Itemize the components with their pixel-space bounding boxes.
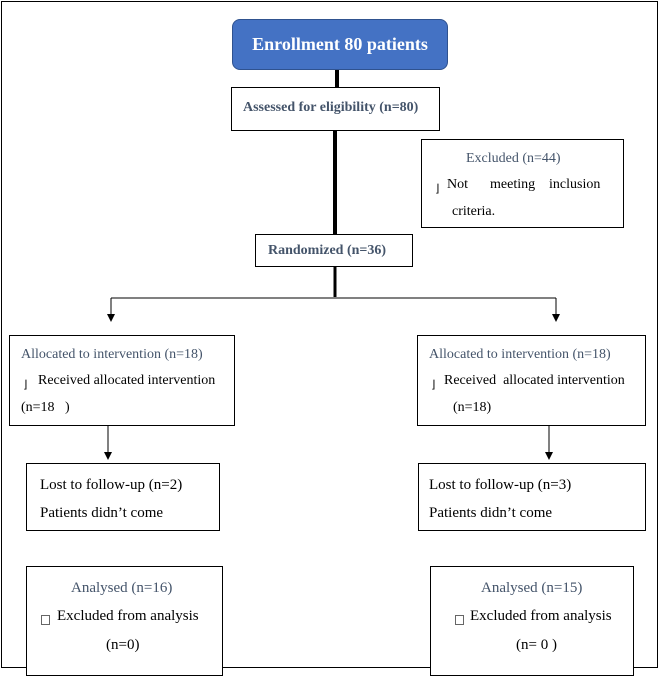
left-analysed-title: Analysed (n=16)	[71, 580, 173, 596]
enrollment-box: Enrollment 80 patients	[232, 19, 448, 70]
right-received-label: Received allocated intervention	[444, 373, 625, 388]
left-lost-box: Lost to follow-up (n=2) Patients didn’t …	[26, 463, 220, 531]
checkbox-icon: ⌋	[435, 182, 440, 195]
left-allocated-title: Allocated to intervention (n=18)	[21, 347, 203, 362]
left-allocation-box: Allocated to intervention (n=18) ⌋ Recei…	[9, 335, 235, 426]
checkbox-icon	[455, 612, 464, 630]
excluded-box: Excluded (n=44) ⌋ Not meeting inclusion …	[421, 139, 624, 228]
right-lost-label: Lost to follow-up (n=3)	[429, 477, 572, 493]
left-lost-reason: Patients didn’t come	[40, 505, 164, 521]
randomized-label: Randomized (n=36)	[268, 243, 387, 258]
right-lost-reason: Patients didn’t come	[429, 505, 553, 521]
checkbox-icon: ⌋	[23, 378, 28, 391]
right-lost-box: Lost to follow-up (n=3) Patients didn’t …	[418, 463, 646, 531]
right-analysed-title: Analysed (n=15)	[481, 580, 583, 596]
right-excluded-count: (n= 0 )	[516, 637, 557, 653]
enrollment-label: Enrollment 80 patients	[252, 34, 428, 54]
excluded-reason-word-3: inclusion	[549, 177, 601, 192]
assessed-label: Assessed for eligibility (n=80)	[243, 100, 419, 115]
left-lost-label: Lost to follow-up (n=2)	[40, 477, 183, 493]
excluded-title: Excluded (n=44)	[466, 151, 561, 166]
checkbox-icon	[41, 612, 50, 630]
checkbox-icon: ⌋	[431, 378, 436, 391]
right-allocation-box: Allocated to intervention (n=18) ⌋ Recei…	[417, 335, 646, 426]
left-excluded-count: (n=0)	[106, 637, 140, 653]
excluded-reason-word-2: meeting	[490, 177, 536, 192]
right-received-count: (n=18)	[453, 400, 492, 415]
excluded-reason-word-1: Not	[447, 177, 468, 192]
right-analysed-box: Analysed (n=15) Excluded from analysis (…	[430, 566, 634, 676]
left-received-label: Received allocated intervention	[38, 373, 216, 388]
assessed-box: Assessed for eligibility (n=80)	[231, 87, 440, 131]
left-received-count: (n=18 )	[21, 400, 70, 415]
right-allocated-title: Allocated to intervention (n=18)	[429, 347, 611, 362]
right-excluded-label: Excluded from analysis	[470, 608, 612, 624]
left-excluded-label: Excluded from analysis	[57, 608, 199, 624]
left-analysed-box: Analysed (n=16) Excluded from analysis (…	[26, 566, 223, 676]
excluded-reason-line-2: criteria.	[452, 204, 496, 219]
randomized-box: Randomized (n=36)	[255, 234, 413, 267]
